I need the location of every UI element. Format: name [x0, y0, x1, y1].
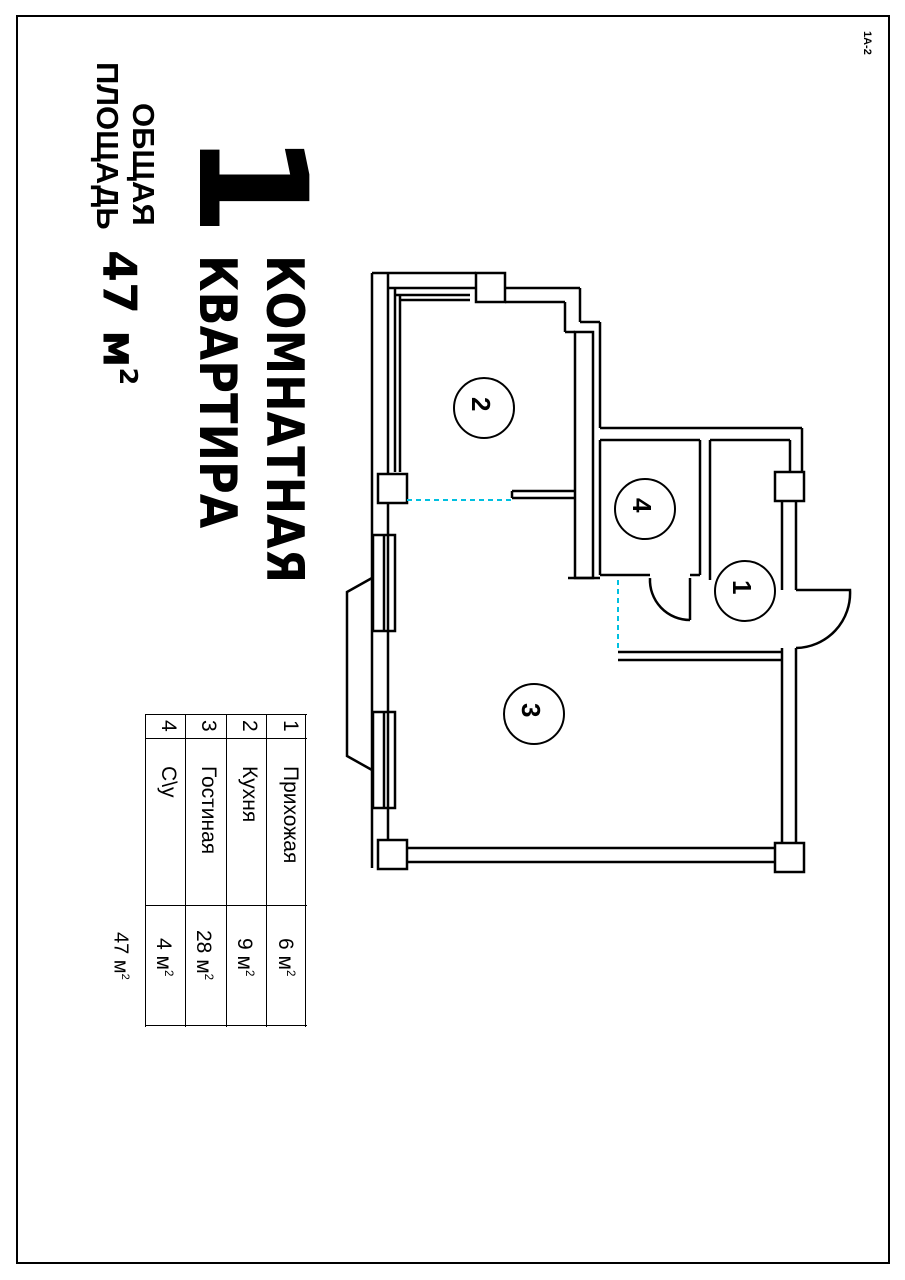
entrance-door-swing	[795, 588, 852, 650]
inner-wall-kitchen	[573, 330, 595, 580]
room-circle-1	[714, 560, 776, 622]
sheet-border	[16, 15, 890, 1264]
plan-label-2: 2	[466, 397, 496, 412]
bathroom-door-swing	[648, 577, 691, 622]
column	[773, 841, 806, 874]
column	[773, 470, 806, 503]
bay-projection	[345, 576, 373, 772]
plan-label-1: 1	[727, 580, 757, 595]
plan-label-3: 3	[516, 703, 546, 718]
column	[376, 472, 409, 505]
room-circle-2	[453, 377, 515, 439]
column	[474, 271, 507, 304]
plan-label-4: 4	[627, 498, 657, 513]
column	[376, 838, 409, 871]
room-circle-4	[614, 478, 676, 540]
room-table	[145, 714, 307, 1027]
room-circle-3	[503, 683, 565, 745]
